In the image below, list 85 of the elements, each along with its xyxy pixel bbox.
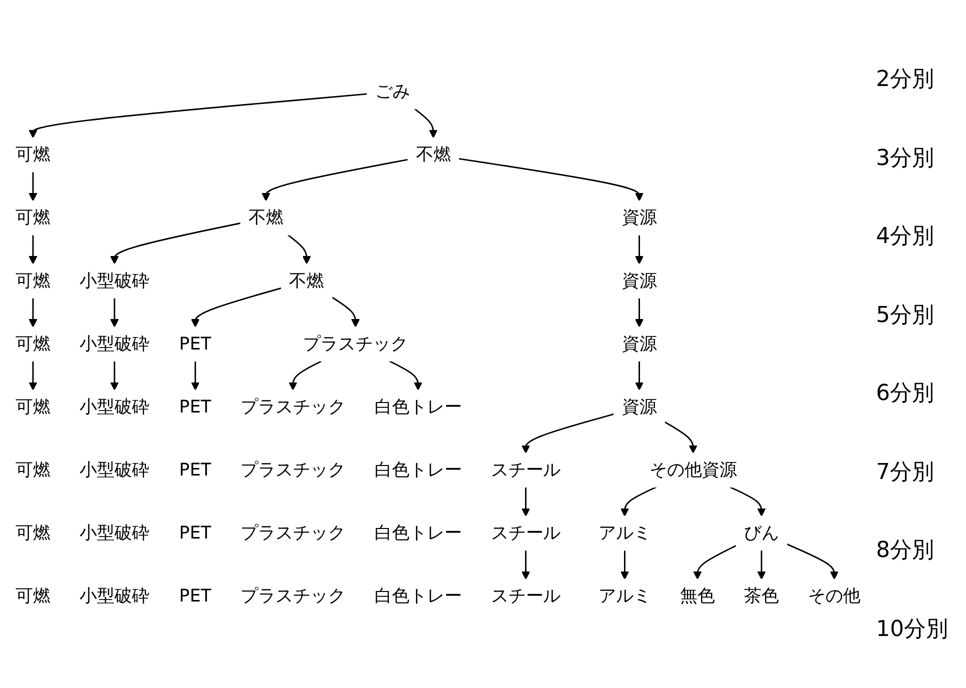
arrow [458, 158, 644, 202]
arrow [28, 234, 38, 264]
arrow [522, 487, 530, 517]
node-text: 可燃 [16, 586, 50, 606]
arrow [757, 550, 766, 580]
arrow [664, 421, 698, 454]
node-text: プラスチック [240, 460, 346, 480]
node-text: 無色 [680, 586, 715, 606]
arrow [287, 234, 311, 264]
arrow [191, 287, 282, 328]
arrow [522, 413, 614, 454]
node-text: 不燃 [416, 144, 451, 166]
node-text: 小型破砕 [80, 522, 150, 544]
node-text: 小型破砕 [80, 586, 150, 606]
node-text: プラスチック [240, 586, 346, 606]
arrow [332, 296, 360, 328]
node-text: 資源 [622, 396, 657, 418]
arrow [262, 158, 408, 202]
node-text: ごみ [375, 82, 410, 102]
arrow [388, 360, 422, 390]
node-text: 可燃 [16, 144, 50, 166]
arrow [635, 360, 644, 390]
node-text: 白色トレー [374, 522, 462, 544]
node-text: スチール [490, 460, 561, 480]
node-text: スチール [490, 586, 561, 606]
arrow [191, 360, 200, 390]
node-text: 資源 [622, 334, 657, 354]
arrow [522, 550, 530, 580]
node-text: プラスチック [303, 334, 408, 354]
level-label: 10分別 [876, 616, 949, 644]
node-text: 資源 [622, 208, 657, 228]
arrow [414, 108, 438, 138]
node-text: その他 [808, 586, 860, 606]
arrow [635, 234, 644, 264]
node-text: プラスチック [240, 522, 346, 544]
node-text: 白色トレー [374, 460, 462, 480]
node-text: 小型破砕 [80, 334, 150, 354]
node-text: 白色トレー [374, 586, 462, 606]
node-text: 小型破砕 [80, 396, 150, 418]
node-text: PET [179, 396, 212, 418]
arrow [620, 486, 657, 517]
node-text: アルミ [598, 586, 651, 606]
node-text: 小型破砕 [80, 460, 150, 480]
arrow [28, 93, 368, 138]
arrow [28, 298, 38, 328]
node-text: 茶色 [744, 586, 779, 606]
node-text: PET [179, 586, 212, 606]
level-label: 8分別 [876, 537, 935, 566]
arrow [693, 544, 737, 580]
node-text: 可燃 [16, 396, 50, 418]
arrow [110, 298, 119, 328]
node-text: スチール [490, 522, 561, 544]
node-text: 可燃 [16, 208, 50, 228]
arrow [110, 360, 119, 390]
node-text: PET [179, 522, 212, 544]
node-text: 不燃 [289, 270, 324, 292]
node-text: 可燃 [16, 270, 50, 292]
node-text: 可燃 [16, 460, 50, 480]
node-text: 資源 [622, 270, 657, 292]
node-text: 白色トレー [374, 396, 462, 418]
arrow [288, 360, 322, 390]
arrow [28, 360, 38, 390]
node-text: 可燃 [16, 334, 50, 354]
level-label: 2分別 [876, 66, 935, 94]
node-text: 可燃 [16, 522, 50, 544]
arrow [635, 298, 644, 328]
arrow [110, 222, 241, 264]
node-text: 小型破砕 [80, 270, 150, 292]
node-text: PET [179, 334, 212, 354]
arrow [620, 550, 629, 580]
node-text: その他資源 [649, 460, 737, 480]
arrow [28, 172, 38, 202]
level-label: 4分別 [876, 223, 935, 252]
level-label: 5分別 [876, 302, 935, 330]
node-text: 不燃 [248, 208, 284, 228]
node-text: プラスチック [240, 396, 346, 418]
arrow [786, 543, 839, 580]
node-text: PET [179, 460, 212, 480]
level-label: 6分別 [876, 380, 935, 408]
node-text: びん [744, 522, 779, 544]
level-label: 3分別 [876, 144, 935, 173]
level-label: 7分別 [876, 458, 935, 487]
arrow [730, 486, 766, 517]
node-text: アルミ [598, 522, 651, 544]
tree-diagram: ごみ 可燃 不燃 可燃 不燃 資源 可燃 小型破砕 不燃 資源 可燃 小型破砕 PET プラスチック 資源 可燃 小型破砕 PET プラスチック 白色トレー 資源 可燃 小型破砕 PET プラスチック 白色トレー スチール その他資源 可燃 小型破砕 PET プラスチック 白色トレー スチール アルミ びん 可燃 小型破砕 PET プラスチック 白色トレー スチール アルミ 無色 茶色 その他 [0, 67, 876, 621]
